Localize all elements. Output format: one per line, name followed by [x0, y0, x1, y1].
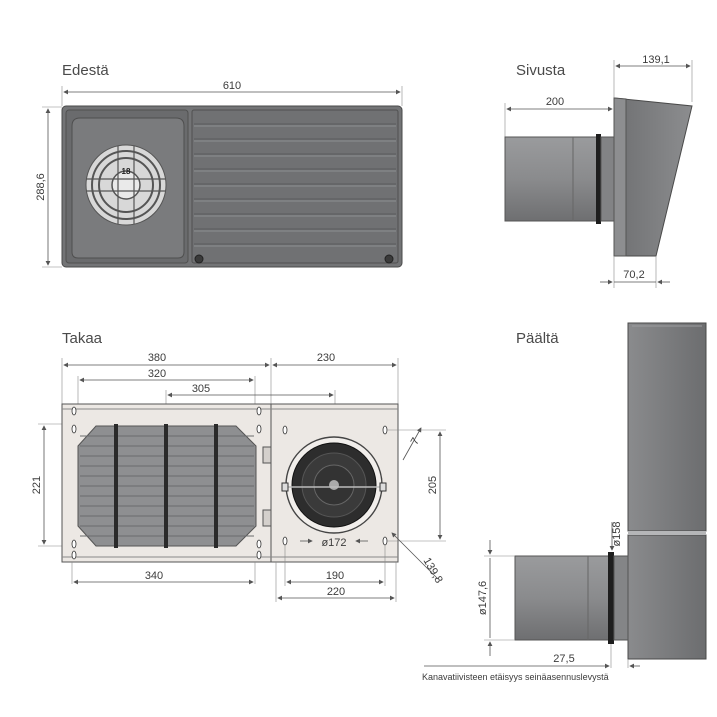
- louvres: [194, 123, 396, 245]
- back-380-dim: 380: [148, 352, 166, 364]
- back-139-8-dim: 139,8: [421, 556, 445, 586]
- side-view: 139,1 200 70,2: [504, 54, 693, 288]
- side-depth-dim: 200: [546, 96, 564, 108]
- back-305-dim: 305: [192, 383, 210, 395]
- front-width-dim: 610: [223, 80, 241, 92]
- front-view: 610 288,6 18: [35, 80, 403, 268]
- back-diameter-172: ø172: [321, 537, 346, 549]
- back-221-dim: 221: [31, 476, 43, 494]
- front-view-title: Edestä: [62, 62, 109, 79]
- top-diameter-147-6: ø147,6: [477, 581, 489, 615]
- side-bottom-dim: 70,2: [623, 269, 644, 281]
- side-top-dim: 139,1: [642, 54, 670, 66]
- back-190-dim: 190: [326, 570, 344, 582]
- top-view-title: Päältä: [516, 330, 559, 347]
- top-27-5-dim: 27,5: [553, 653, 574, 665]
- duct-seal-note: Kanavatiivisteen etäisyys seinäasennusle…: [422, 672, 609, 682]
- back-220-dim: 220: [327, 586, 345, 598]
- back-230-dim: 230: [317, 352, 335, 364]
- back-320-dim: 320: [148, 368, 166, 380]
- top-view: ø158 ø147,6 27,5 Kanavatiivisteen etäisy…: [422, 322, 707, 682]
- fan-label: 18: [122, 167, 131, 176]
- back-205-dim: 205: [427, 476, 439, 494]
- top-diameter-158: ø158: [611, 521, 623, 546]
- back-view-title: Takaa: [62, 330, 103, 347]
- back-view: 380 230 320 305 221: [31, 352, 446, 602]
- front-height-dim: 288,6: [35, 173, 47, 201]
- back-340-dim: 340: [145, 570, 163, 582]
- side-view-title: Sivusta: [516, 62, 566, 79]
- back-7-dim: 7: [409, 436, 422, 447]
